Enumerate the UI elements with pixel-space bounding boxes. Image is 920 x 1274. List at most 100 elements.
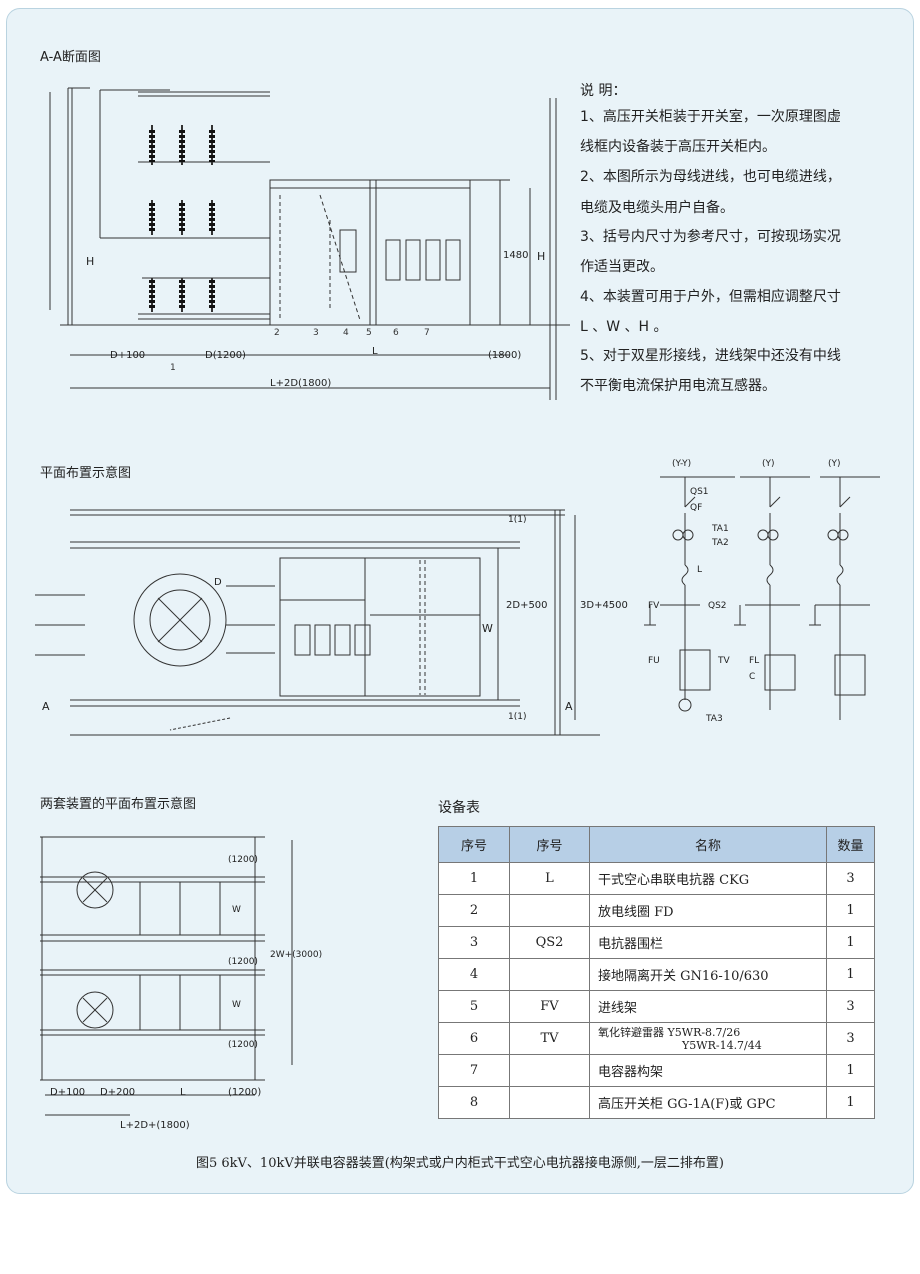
schem-label-h2: (Y) (762, 459, 775, 469)
note-line: 线框内设备装于高压开关柜内。 (580, 139, 776, 155)
two-dim-d3: (1200) (228, 1087, 262, 1098)
table-header-row: 序号 序号 名称 数量 (438, 826, 875, 863)
plan-layout-drawing (30, 490, 610, 755)
note-line: 说 明： (580, 83, 627, 99)
section-title-two-sets: 两套装置的平面布置示意图 (40, 797, 197, 812)
aa-dim-h2: 1480 (503, 250, 529, 261)
schem-label-tv: TV (718, 656, 730, 666)
plan-section-a-right: A (565, 700, 573, 713)
two-dim-vt: 2W+(3000) (270, 950, 323, 960)
note-line: L 、W 、H 。 (580, 319, 668, 335)
schem-label-fv: FV (648, 601, 660, 611)
aa-dim-l: L (372, 346, 378, 357)
plan-dim-w2: 2D+500 (506, 600, 548, 611)
cell-no: 1 (438, 862, 510, 895)
cell-code (509, 894, 590, 927)
cell-qty: 1 (826, 1086, 875, 1119)
schem-label-ta2: TA2 (712, 538, 729, 548)
cell-name: 进线架 (589, 990, 827, 1023)
svg-text:3: 3 (313, 328, 319, 338)
aa-dim-total: L+2D(1800) (270, 378, 332, 389)
table-row: 8 高压开关柜 GG-1A(F)或 GPC 1 (438, 1086, 875, 1119)
schem-label-fl: FL (749, 656, 760, 666)
schem-label-l: L (697, 565, 703, 575)
schematic-drawing (640, 455, 905, 745)
two-dim-v1: (1200) (228, 855, 258, 865)
two-dim-v3: (1200) (228, 1040, 258, 1050)
note-line: 电缆及电缆头用户自备。 (580, 200, 734, 216)
table-row: 1 L 干式空心串联电抗器 CKG 3 (438, 862, 875, 895)
cell-no: 5 (438, 990, 510, 1023)
two-dim-w1: W (232, 905, 241, 915)
cell-code: QS2 (509, 926, 590, 959)
note-line: 1、高压开关柜装于开关室，一次原理图虚 (580, 109, 841, 125)
plan-dim-bottom: 1(1) (508, 712, 527, 722)
schem-label-ta: TA1 (712, 524, 729, 534)
cell-code: FV (509, 990, 590, 1023)
svg-text:6: 6 (393, 328, 399, 338)
cell-name-line: 氧化锌避雷器 Y5WR-8.7/26 (598, 1025, 741, 1039)
cell-name: 干式空心串联电抗器 CKG (589, 862, 827, 895)
cell-no: 6 (438, 1022, 510, 1055)
two-dim-total: L+2D+(1800) (120, 1120, 190, 1131)
schem-label-fu: FU (648, 656, 660, 666)
note-line: 4、本装置可用于户外，但需相应调整尺寸 (580, 289, 841, 305)
cell-name: 氧化锌避雷器 Y5WR-8.7/26 Y5WR-14.7/44 (589, 1022, 827, 1055)
aa-dim-h: H (537, 250, 546, 263)
section-title-aa: A-A断面图 (40, 50, 101, 65)
section-title-plan: 平面布置示意图 (40, 466, 132, 481)
aa-dim-d1: D+100 (110, 350, 146, 361)
schem-label-h3: (Y) (828, 459, 841, 469)
cell-no: 2 (438, 894, 510, 927)
cell-qty: 1 (826, 1054, 875, 1087)
table-row: 2 放电线圈 FD 1 (438, 894, 875, 927)
svg-text:4: 4 (343, 328, 349, 338)
cell-qty: 3 (826, 1022, 875, 1055)
cell-qty: 1 (826, 958, 875, 991)
cell-name: 电抗器围栏 (589, 926, 827, 959)
svg-text:2: 2 (274, 328, 280, 338)
note-line: 作适当更改。 (580, 259, 664, 275)
table-row: 7 电容器构架 1 (438, 1054, 875, 1087)
svg-text:1: 1 (170, 363, 176, 373)
note-line: 3、括号内尺寸为参考尺寸，可按现场实况 (580, 229, 841, 245)
plan-dim-d: D (214, 577, 222, 588)
cell-code: TV (509, 1022, 590, 1055)
cell-code (509, 958, 590, 991)
two-dim-l: L (180, 1087, 186, 1098)
table-row: 5 FV 进线架 3 (438, 990, 875, 1023)
schem-label-ta3: TA3 (706, 714, 723, 724)
schem-label-qs1: QS1 (690, 487, 709, 497)
note-line: 2、本图所示为母线进线，也可电缆进线， (580, 169, 841, 185)
two-dim-v2: (1200) (228, 957, 258, 967)
equipment-table: 序号 序号 名称 数量 1 L 干式空心串联电抗器 CKG 3 2 放电线圈 F… (438, 826, 875, 1119)
cell-name-line: Y5WR-14.7/44 (682, 1038, 762, 1052)
table-row: 6 TV 氧化锌避雷器 Y5WR-8.7/26 Y5WR-14.7/44 3 (438, 1022, 875, 1055)
plan-section-a-left: A (42, 700, 50, 713)
col-header: 序号 (438, 826, 510, 863)
col-header: 序号 (509, 826, 590, 863)
aa-section-drawing: 1 2 3 4 5 6 7 (30, 70, 570, 405)
table-row: 3 QS2 电抗器围栏 1 (438, 926, 875, 959)
note-line: 不平衡电流保护用电流互感器。 (580, 378, 776, 394)
cell-qty: 1 (826, 926, 875, 959)
figure-caption: 图5 6kV、10kV并联电容器装置(构架式或户内柜式干式空心电抗器接电源侧,一… (195, 1156, 725, 1171)
two-dim-w2: W (232, 1000, 241, 1010)
col-header: 数量 (826, 826, 875, 863)
note-line: 5、对于双星形接线，进线架中还没有中线 (580, 348, 841, 364)
plan-dim-total: 3D+4500 (580, 600, 628, 611)
svg-text:7: 7 (424, 328, 430, 338)
aa-dim-d2: D(1200) (205, 350, 246, 361)
two-sets-drawing (30, 825, 300, 1145)
schem-label-c: C (749, 672, 756, 682)
cell-qty: 3 (826, 862, 875, 895)
cell-code: L (509, 862, 590, 895)
schem-label-h1: (Y-Y) (672, 459, 692, 469)
cell-name: 接地隔离开关 GN16-10/630 (589, 958, 827, 991)
col-header: 名称 (589, 826, 827, 863)
plan-dim-w: W (482, 622, 493, 635)
cell-qty: 3 (826, 990, 875, 1023)
cell-name: 电容器构架 (589, 1054, 827, 1087)
svg-text:5: 5 (366, 328, 372, 338)
cell-no: 7 (438, 1054, 510, 1087)
